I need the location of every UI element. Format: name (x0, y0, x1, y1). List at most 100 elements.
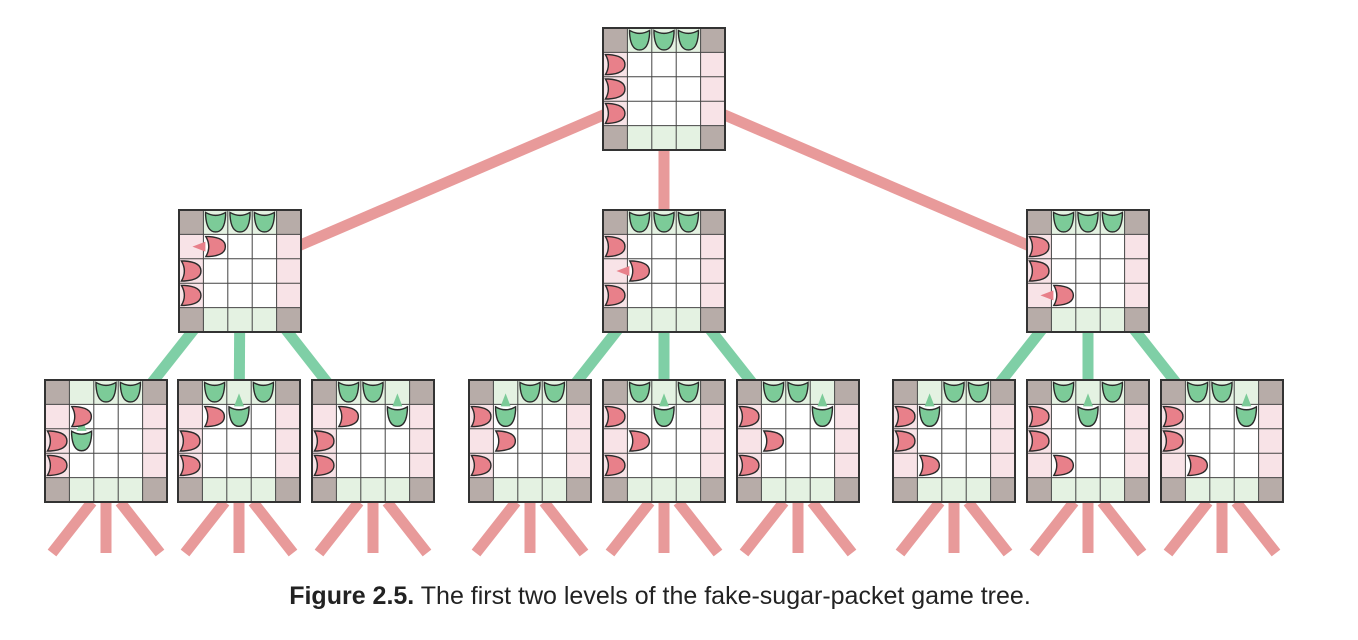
board-corner (603, 125, 628, 150)
goal-zone-cell (1234, 477, 1259, 502)
board-corner (566, 380, 591, 405)
tree-boards (44, 27, 1284, 503)
pink-piece (1052, 454, 1075, 477)
board-corner (1161, 477, 1186, 502)
board-corner (1258, 380, 1283, 405)
goal-zone-cell (700, 258, 725, 284)
board-corner (312, 477, 337, 502)
green-move-arrow (924, 393, 935, 407)
stub-edge (673, 498, 723, 557)
green-piece (1101, 381, 1124, 403)
goal-zone-cell (1124, 234, 1149, 259)
board-corner (700, 380, 725, 405)
goal-zone-cell (226, 477, 252, 502)
green-piece (628, 211, 651, 233)
pink-piece (894, 405, 916, 428)
goal-zone-cell (676, 125, 701, 150)
green-piece (918, 405, 941, 428)
board-corner (45, 380, 70, 405)
green-piece (762, 381, 785, 403)
pink-piece (1162, 405, 1184, 428)
goal-zone-cell (1051, 477, 1076, 502)
pink-piece (180, 284, 202, 307)
board-corner (1027, 477, 1052, 502)
goal-zone-cell (409, 428, 434, 454)
goal-zone-cell (493, 477, 518, 502)
goal-zone-cell (700, 76, 725, 102)
board-level1-3 (1026, 209, 1150, 333)
board-corner (178, 477, 203, 502)
pink-piece (204, 235, 227, 258)
goal-zone-cell (409, 453, 434, 478)
pink-piece (604, 102, 626, 125)
board-level2-3-1 (892, 379, 1016, 503)
edge-root-to-child-1 (237, 83, 667, 277)
goal-zone-cell (941, 477, 967, 502)
goal-zone-cell (203, 307, 228, 332)
green-piece (494, 405, 517, 428)
green-piece (1101, 211, 1124, 233)
pink-piece (1052, 284, 1075, 307)
green-move-arrow (500, 393, 511, 407)
board-corner (1124, 477, 1149, 502)
board-corner (142, 380, 167, 405)
green-piece (253, 211, 276, 233)
stub-edge (248, 498, 298, 557)
board-corner (603, 28, 628, 53)
pink-piece (46, 430, 68, 452)
goal-zone-cell (251, 477, 276, 502)
board-corner (1027, 380, 1052, 405)
goal-zone-cell (142, 453, 167, 478)
goal-zone-cell (118, 477, 143, 502)
goal-zone-cell (252, 307, 277, 332)
board-corner (409, 477, 434, 502)
pink-piece (179, 430, 201, 452)
board-corner (700, 28, 725, 53)
pink-piece (738, 405, 760, 428)
stub-edge (1029, 498, 1079, 557)
goal-zone-cell (566, 453, 591, 478)
goal-zone-cell (761, 477, 786, 502)
stub-edge (605, 498, 655, 557)
goal-zone-cell (917, 477, 942, 502)
board-border (1026, 209, 1150, 333)
pink-piece (70, 405, 93, 428)
green-piece (653, 211, 675, 233)
goal-zone-cell (142, 428, 167, 454)
pink-piece (604, 78, 626, 100)
goal-zone-cell (737, 428, 762, 454)
goal-zone-cell (676, 307, 701, 332)
board-level2-1-2 (177, 379, 301, 503)
board-corner (1027, 307, 1052, 332)
goal-zone-cell (893, 453, 918, 478)
pink-piece (494, 430, 517, 452)
goal-zone-cell (1100, 307, 1125, 332)
board-corner (276, 307, 301, 332)
goal-zone-cell (627, 125, 652, 150)
green-piece (204, 211, 227, 233)
board-corner (178, 380, 203, 405)
green-move-arrow (817, 393, 828, 407)
stub-edge (180, 498, 230, 557)
goal-zone-cell (93, 477, 119, 502)
green-piece (252, 381, 275, 403)
pink-piece (470, 405, 492, 428)
board-corner (142, 477, 167, 502)
green-piece (628, 29, 651, 51)
stub-edge (314, 498, 364, 557)
board-corner (179, 307, 204, 332)
board-corner (603, 307, 628, 332)
goal-zone-cell (566, 428, 591, 454)
pink-piece (762, 430, 785, 452)
board-border (892, 379, 1016, 503)
board-corner (737, 477, 762, 502)
pink-piece (604, 53, 626, 76)
green-piece (1211, 381, 1233, 403)
goal-zone-cell (651, 477, 677, 502)
green-piece (653, 29, 675, 51)
goal-zone-cell (1027, 453, 1052, 478)
green-piece (811, 405, 834, 428)
stub-edge (739, 498, 789, 557)
green-piece (677, 381, 700, 403)
board-level2-2-3 (736, 379, 860, 503)
